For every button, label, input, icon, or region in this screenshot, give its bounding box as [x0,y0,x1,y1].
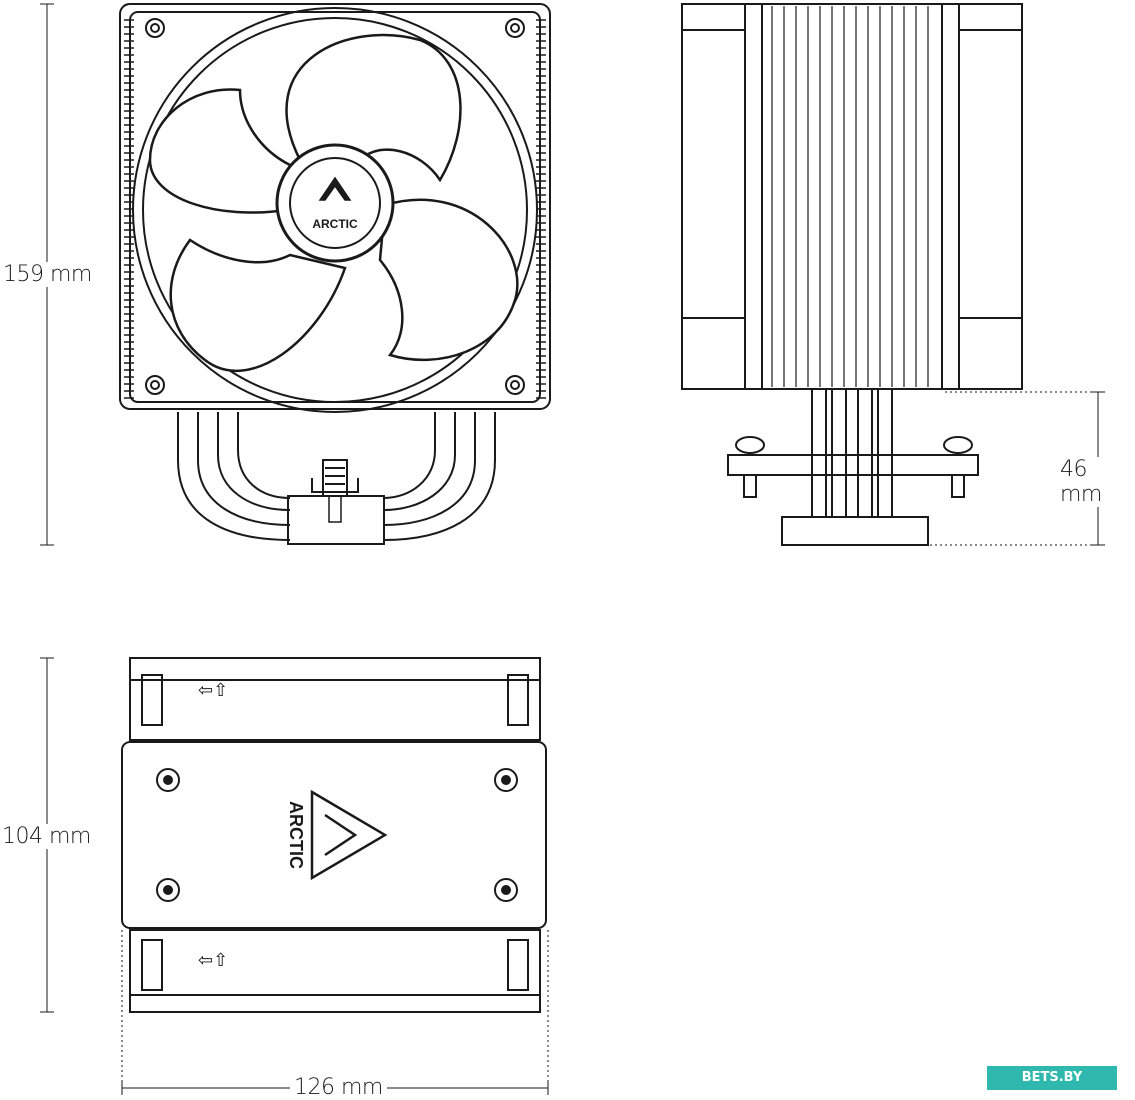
height-dimension-label: 159 mm [3,262,92,287]
fan-ring [132,7,538,413]
fan-mount-holes [145,18,525,395]
base-height-dimension-label: 46 mm [1060,457,1135,507]
airflow-mark-top: ⇦⇧ [198,680,228,701]
front-view: ARCTIC [40,3,551,546]
base-plate [121,741,547,929]
side-outline [681,3,1023,390]
width-dimension-label: 126 mm [290,1075,387,1100]
side-fins [771,6,929,387]
airflow-mark-bottom: ⇦⇧ [198,950,228,971]
side-mount-bar [727,454,979,476]
front-heatpipes [177,412,496,541]
front-spring-screw [311,459,359,523]
fan-hub-logo: ARCTIC [312,217,358,231]
side-heatpipes [811,388,893,518]
bottom-fan-bottom [129,929,541,1013]
side-base-plate [781,516,929,546]
fan-frame [119,3,551,410]
front-base-block [287,495,385,545]
fan-blades [148,33,519,373]
side-view [681,3,1105,546]
base-plate-screws [156,768,518,902]
side-screws [735,436,973,498]
watermark-badge: BETS.BY [987,1066,1117,1090]
bottom-view: ARCTIC ⇦⇧ ⇦⇧ [40,657,549,1095]
depth-dimension-label: 104 mm [2,824,91,849]
base-arctic-logo-mark [310,789,388,881]
fan-hub [275,143,395,263]
bottom-fan-top [129,657,541,741]
base-plate-logo: ARCTIC [286,801,306,869]
